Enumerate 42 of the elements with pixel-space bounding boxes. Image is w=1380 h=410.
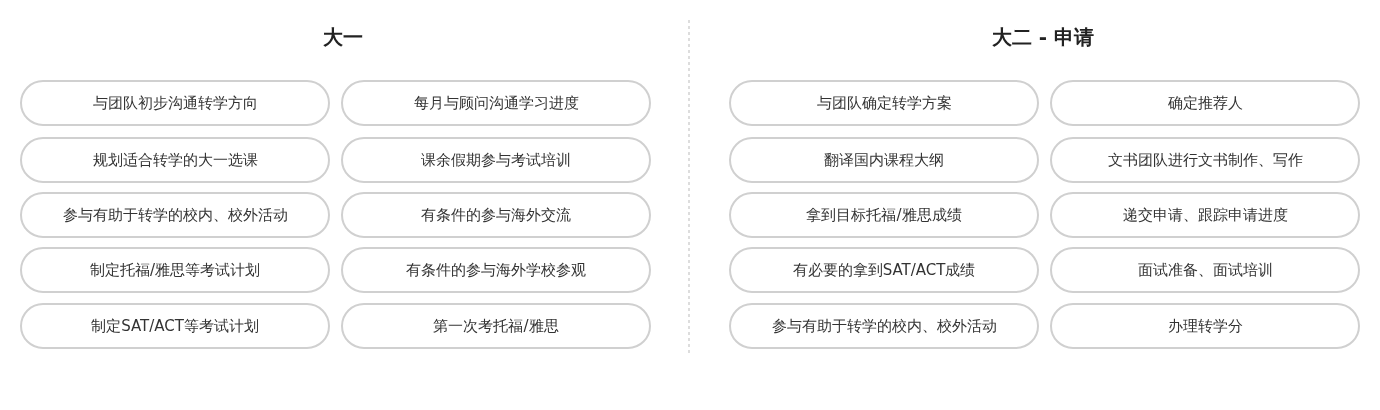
- step-pill: [1050, 80, 1360, 126]
- step-text: 有条件的参与海外交流: [421, 205, 571, 225]
- section-heading: 大一: [323, 24, 363, 51]
- step-text: 制定托福/雅思等考试计划: [89, 260, 261, 280]
- step-text: 参与有助于转学的校内、校外活动: [62, 205, 288, 225]
- step-text: 有必要的拿到SAT/ACT成绩: [792, 260, 976, 280]
- step-pill: [20, 192, 330, 238]
- step-text: 与团队确定转学方案: [816, 93, 952, 113]
- step-text: 有条件的参与海外学校参观: [406, 260, 586, 280]
- section-heading: 大二 - 申请: [991, 24, 1095, 51]
- step-pill: [20, 80, 330, 126]
- step-text: 课余假期参与考试培训: [421, 150, 571, 170]
- step-pill: [729, 303, 1039, 349]
- step-text: 递交申请、跟踪申请进度: [1122, 205, 1288, 225]
- step-text: 参与有助于转学的校内、校外活动: [771, 316, 997, 336]
- step-pill: [1050, 192, 1360, 238]
- step-text: 文书团队进行文书制作、写作: [1107, 150, 1303, 170]
- step-pill: [341, 137, 651, 183]
- step-pill: [729, 80, 1039, 126]
- step-pill: [1050, 137, 1360, 183]
- step-pill: [1050, 247, 1360, 293]
- step-pill: [729, 192, 1039, 238]
- step-pill: [20, 137, 330, 183]
- step-text: 确定推荐人: [1167, 93, 1243, 113]
- step-pill: [341, 80, 651, 126]
- step-text: 翻译国内课程大纲: [824, 150, 944, 170]
- step-text: 每月与顾问沟通学习进度: [413, 93, 579, 113]
- step-pill: [341, 192, 651, 238]
- step-pill: [729, 247, 1039, 293]
- step-text: 第一次考托福/雅思: [433, 316, 559, 336]
- step-text: 与团队初步沟通转学方向: [92, 93, 258, 113]
- step-pill: [341, 247, 651, 293]
- step-text: 规划适合转学的大一选课: [92, 150, 258, 170]
- step-pill: [341, 303, 651, 349]
- step-text: 办理转学分: [1167, 316, 1243, 336]
- step-text: 面试准备、面试培训: [1137, 260, 1273, 280]
- step-pill: [729, 137, 1039, 183]
- step-pill: [1050, 303, 1360, 349]
- step-text: 拿到目标托福/雅思成绩: [806, 205, 962, 225]
- step-text: 制定SAT/ACT等考试计划: [91, 316, 259, 336]
- step-pill: [20, 247, 330, 293]
- step-pill: [20, 303, 330, 349]
